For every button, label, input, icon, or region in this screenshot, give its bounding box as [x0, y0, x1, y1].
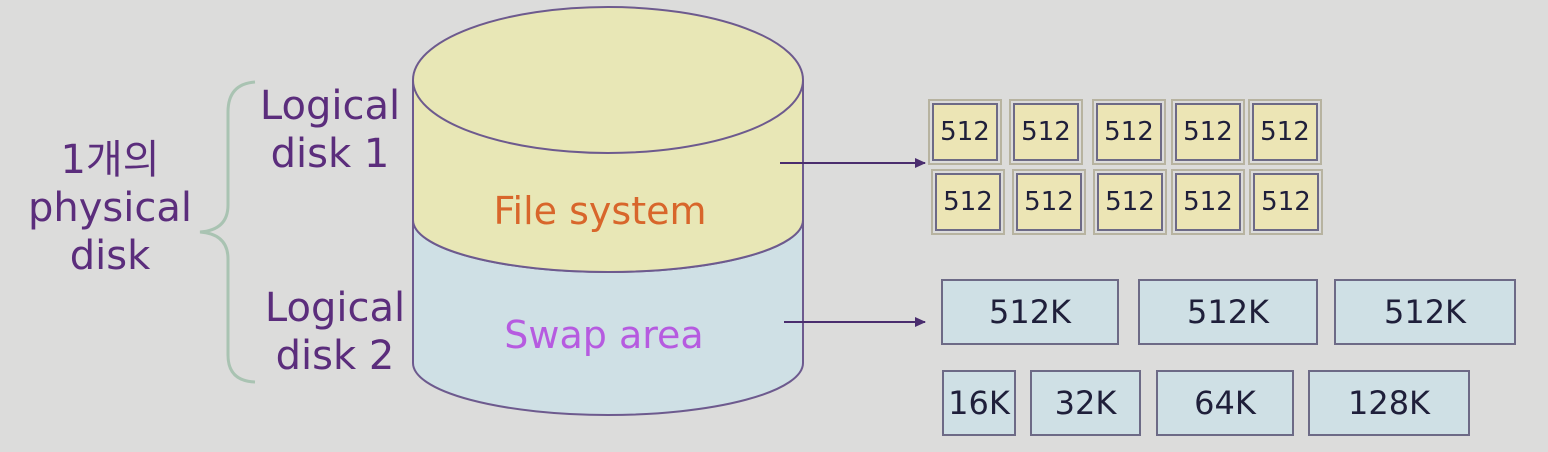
curly-brace	[199, 80, 256, 384]
logical-disk-1-label-line1: Logical	[259, 83, 401, 129]
swap-block: 64K	[1156, 370, 1294, 436]
logical-disk-2-label: Logical disk 2	[260, 284, 410, 380]
file-block: 512	[928, 99, 1002, 165]
swap-block: 512K	[941, 279, 1119, 345]
physical-disk-label-line2: physical	[28, 185, 192, 231]
file-block: 512	[1249, 169, 1323, 235]
logical-disk-1-label-line2: disk 1	[270, 131, 390, 177]
file-block: 512	[1248, 99, 1322, 165]
file-block: 512	[1092, 99, 1166, 165]
swap-block: 128K	[1308, 370, 1470, 436]
logical-disk-1-label: Logical disk 1	[255, 82, 405, 178]
file-block: 512	[1012, 169, 1086, 235]
physical-disk-label-line3: disk	[69, 233, 151, 279]
swap-area-label: Swap area	[504, 313, 703, 357]
swap-block: 32K	[1030, 370, 1141, 436]
file-block: 512	[1171, 99, 1245, 165]
physical-disk-label-line1: 1개의	[60, 137, 160, 183]
file-block: 512	[1093, 169, 1167, 235]
file-block: 512	[1171, 169, 1245, 235]
physical-disk-label: 1개의 physical disk	[20, 136, 200, 280]
swap-block: 16K	[942, 370, 1016, 436]
swap-block: 512K	[1138, 279, 1318, 345]
file-block: 512	[931, 169, 1005, 235]
cylinder-top	[412, 6, 804, 154]
logical-disk-2-label-line2: disk 2	[275, 333, 395, 379]
logical-disk-2-label-line1: Logical	[264, 285, 406, 331]
file-system-label: File system	[493, 189, 706, 233]
file-block: 512	[1009, 99, 1083, 165]
swap-block: 512K	[1334, 279, 1516, 345]
